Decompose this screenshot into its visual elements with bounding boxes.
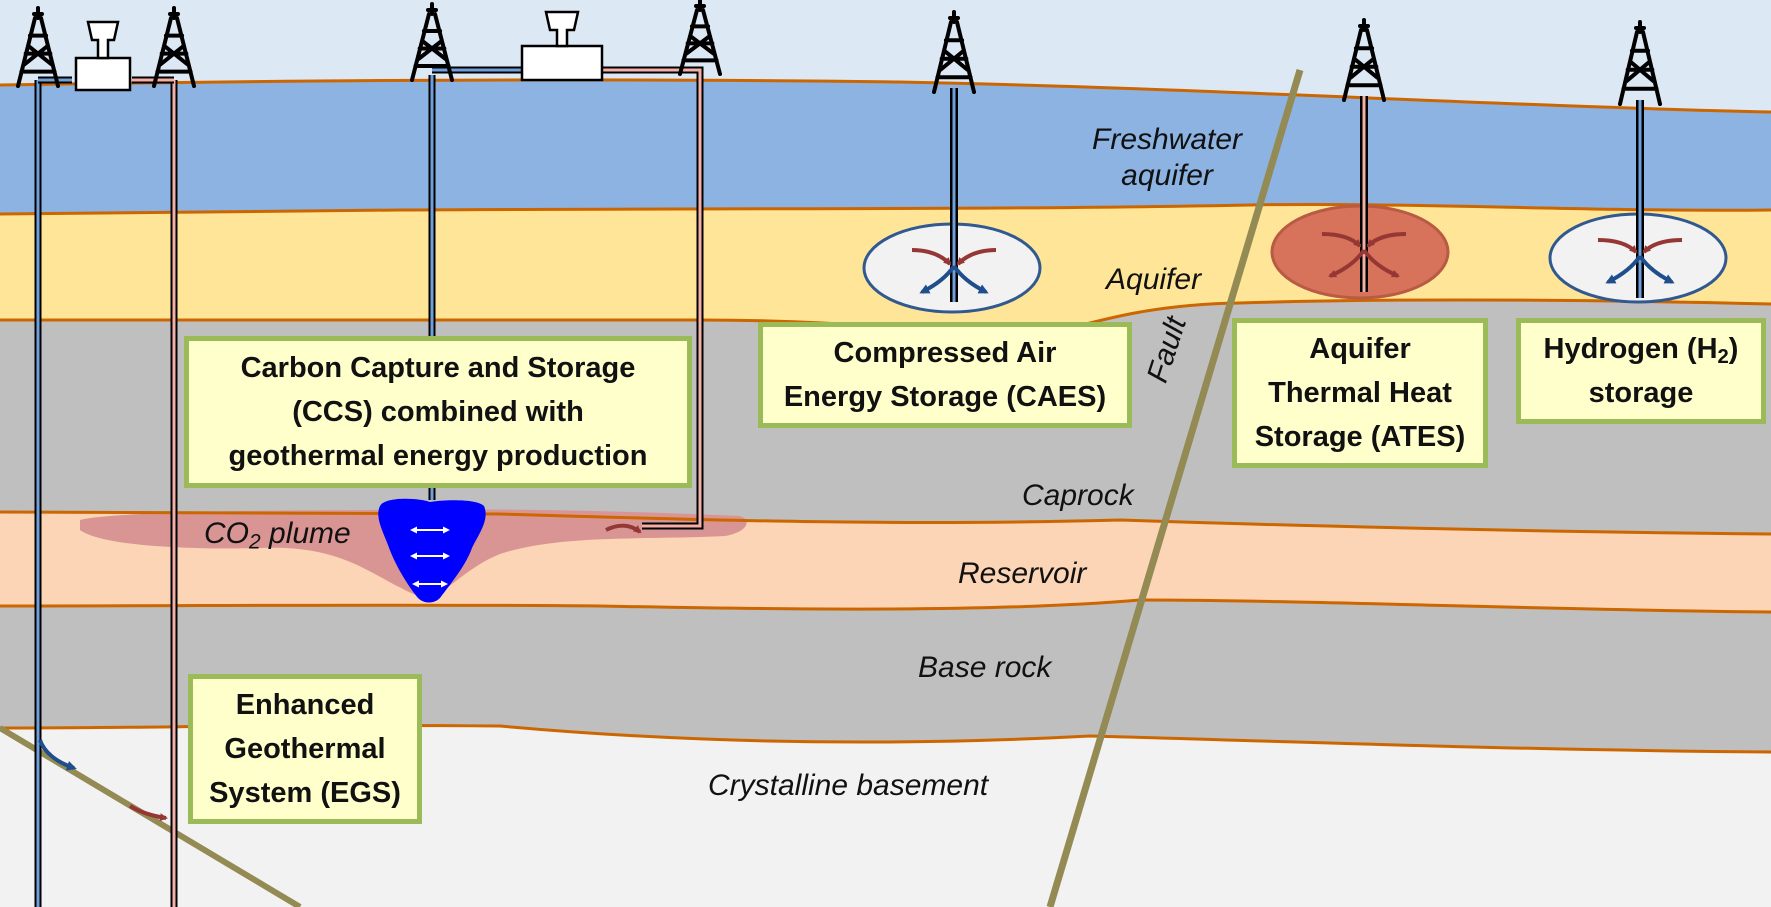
freshwater-aquifer-label-line1: Freshwater bbox=[1092, 123, 1243, 156]
caes-flow-arrows bbox=[911, 248, 997, 294]
ccs-production-well bbox=[602, 66, 704, 530]
co2-plume-label-suffix: plume bbox=[260, 517, 351, 550]
surface-plant-icon bbox=[74, 20, 132, 92]
egs-callout-line3: System (EGS) bbox=[209, 777, 401, 809]
flow-arrow-icon bbox=[605, 523, 642, 534]
ccs-callout-line2: (CCS) combined with bbox=[292, 396, 584, 428]
ates-callout-line1: Aquifer bbox=[1309, 333, 1411, 365]
hydrogen-callout-prefix: Hydrogen (H bbox=[1543, 333, 1718, 365]
caes-callout-line1: Compressed Air bbox=[833, 337, 1057, 369]
ccs-callout: Carbon Capture and Storage (CCS) combine… bbox=[184, 336, 692, 488]
hydrogen-callout-sub: 2 bbox=[1717, 346, 1729, 369]
ccs-callout-line3: geothermal energy production bbox=[228, 440, 648, 472]
egs-callout-line2: Geothermal bbox=[224, 733, 386, 765]
hydrogen-callout: Hydrogen (H2) storage bbox=[1516, 318, 1766, 424]
reservoir-label: Reservoir bbox=[958, 557, 1087, 590]
flow-arrow-icon bbox=[128, 804, 168, 822]
freshwater-aquifer-label: Freshwater aquifer bbox=[1092, 122, 1242, 194]
aquifer-label: Aquifer bbox=[1106, 263, 1202, 296]
drilling-rig-frame bbox=[678, 0, 722, 76]
egs-callout-line1: Enhanced bbox=[235, 689, 375, 721]
surface-plant-icon bbox=[520, 10, 604, 82]
crystalline-basement-layer bbox=[0, 725, 1771, 907]
freshwater-aquifer-layer bbox=[0, 79, 1771, 215]
egs-callout: Enhanced Geothermal System (EGS) bbox=[188, 674, 422, 824]
ates-callout: Aquifer Thermal Heat Storage (ATES) bbox=[1232, 318, 1488, 468]
drilling-rig-icon bbox=[932, 10, 976, 94]
caprock-label: Caprock bbox=[1022, 479, 1134, 512]
hydrogen-callout-line2: storage bbox=[1588, 377, 1694, 409]
drilling-rig-frame bbox=[932, 10, 976, 94]
caes-callout-line2: Energy Storage (CAES) bbox=[783, 381, 1107, 413]
ates-callout-line3: Storage (ATES) bbox=[1254, 421, 1466, 453]
co2-plume-label: CO2 plume bbox=[204, 516, 351, 552]
drilling-rig-icon bbox=[1618, 20, 1662, 106]
freshwater-aquifer-label-line2: aquifer bbox=[1121, 159, 1213, 192]
base-rock-layer bbox=[0, 600, 1771, 752]
fault-line bbox=[1046, 68, 1304, 907]
co2-plume-label-prefix: CO bbox=[204, 517, 249, 550]
drilling-rig-frame bbox=[1342, 18, 1386, 102]
drilling-rig-icon bbox=[152, 6, 196, 88]
hydrogen-callout-suffix: ) bbox=[1728, 333, 1739, 365]
crystalline-basement-label: Crystalline basement bbox=[708, 769, 989, 802]
drilling-rig-frame bbox=[152, 6, 196, 88]
drilling-rigs bbox=[16, 0, 1662, 106]
ates-callout-line2: Thermal Heat bbox=[1268, 377, 1452, 409]
drilling-rig-frame bbox=[410, 2, 454, 82]
hydrogen-callout-line1: Hydrogen (H2) bbox=[1521, 327, 1761, 371]
drilling-rig-icon bbox=[1342, 18, 1386, 102]
hydrogen-flow-arrows bbox=[1597, 238, 1683, 284]
co2-injection-zone bbox=[378, 498, 486, 603]
drilling-rig-icon bbox=[678, 0, 722, 76]
flow-arrow-icon bbox=[38, 739, 77, 771]
ates-flow-arrows bbox=[1321, 232, 1407, 278]
drilling-rig-icon bbox=[16, 6, 60, 88]
base-rock-label: Base rock bbox=[918, 651, 1052, 684]
drilling-rig-frame bbox=[1618, 20, 1662, 106]
ccs-callout-line1: Carbon Capture and Storage bbox=[240, 352, 636, 384]
injection-arrows bbox=[410, 526, 450, 588]
co2-plume-label-sub: 2 bbox=[249, 530, 261, 554]
drilling-rig-frame bbox=[16, 6, 60, 88]
drilling-rig-icon bbox=[410, 2, 454, 82]
egs-fracture bbox=[0, 725, 302, 907]
caes-callout: Compressed Air Energy Storage (CAES) bbox=[758, 322, 1132, 428]
